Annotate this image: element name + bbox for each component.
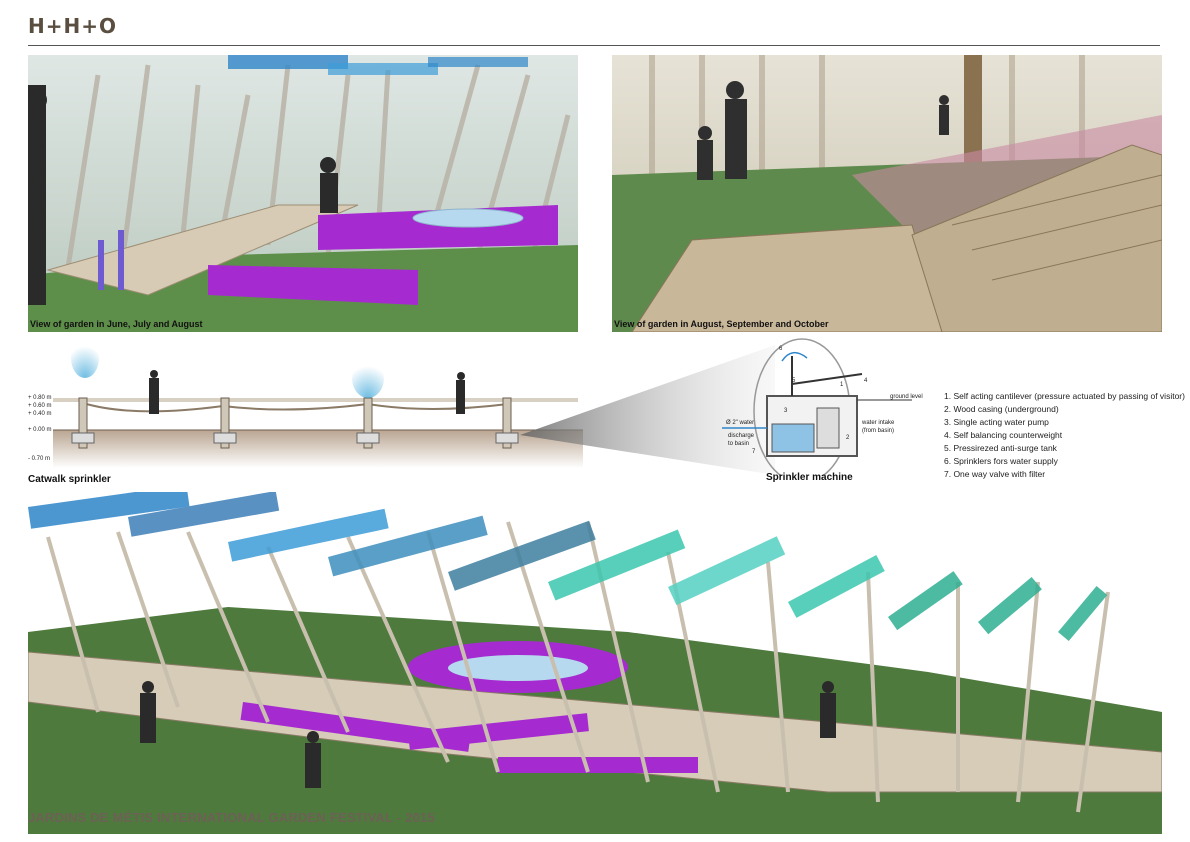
legend-item: 4. Self balancing counterweight [944,430,1063,440]
discharge-label: to basin [728,441,749,447]
callout-number: 3 [784,408,788,414]
legend-item: 3. Single acting water pump [944,417,1049,427]
callout-number: 7 [752,449,756,455]
intake-label: water intake [861,420,895,426]
callout-number: 4 [864,378,868,384]
callout-number: 2 [846,435,850,441]
callout-numbers: 6 5 1 4 3 2 7 [752,346,868,455]
autumn-garden-render: View of garden in August, September and … [612,55,1162,332]
catwalk-caption: Catwalk sprinkler [28,474,111,485]
sprinkler-machine-drawing: 6 5 1 4 3 2 7 ground level Ø 2" water di… [722,338,923,484]
level-marker: + 0.80 m [28,395,52,401]
callout-number: 1 [840,382,844,388]
sprinkler-machine-detail: 6 5 1 4 3 2 7 ground level Ø 2" water di… [722,336,932,486]
summer-garden-render: View of garden in June, July and August [28,55,578,332]
callout-number: 6 [779,346,783,352]
legend-item: 1. Self acting cantilever (pressure actu… [944,391,1185,401]
catwalk-section: + 0.80 m + 0.60 m + 0.40 m + 0.00 m - 0.… [28,338,583,488]
level-marker: + 0.60 m [28,403,52,409]
level-marker: + 0.00 m [28,427,52,433]
intake-label: (from basin) [862,428,894,434]
summer-caption: View of garden in June, July and August [30,319,203,329]
aerial-garden-illustration [28,492,1162,834]
level-markers: + 0.80 m + 0.60 m + 0.40 m + 0.00 m - 0.… [28,395,52,462]
discharge-label: discharge [728,433,755,439]
festival-footer: JARDINS DE MÉTIS INTERNATIONAL GARDEN FE… [28,810,435,825]
level-marker: - 0.70 m [28,456,50,462]
page-title: H+H+O [28,14,117,38]
legend-item: 2. Wood casing (underground) [944,404,1059,414]
level-marker: + 0.40 m [28,411,52,417]
ground-level-label: ground level [890,394,923,400]
legend-item: 6. Sprinklers fors water supply [944,456,1058,466]
discharge-label: Ø 2" water [726,420,754,426]
component-legend: 1. Self acting cantilever (pressure actu… [944,390,1185,481]
detail-callout-cone [520,345,775,475]
aerial-garden-render [28,492,1162,834]
legend-item: 7. One way valve with filter [944,469,1046,479]
catwalk-section-drawing: + 0.80 m + 0.60 m + 0.40 m + 0.00 m - 0.… [28,338,583,468]
autumn-garden-illustration [612,55,1162,332]
header-divider [28,45,1160,46]
callout-number: 5 [792,378,796,384]
summer-garden-illustration [28,55,578,332]
legend-item: 5. Pressirezed anti-surge tank [944,443,1057,453]
autumn-caption: View of garden in August, September and … [614,319,829,329]
sprinkler-machine-caption: Sprinkler machine [766,472,853,483]
